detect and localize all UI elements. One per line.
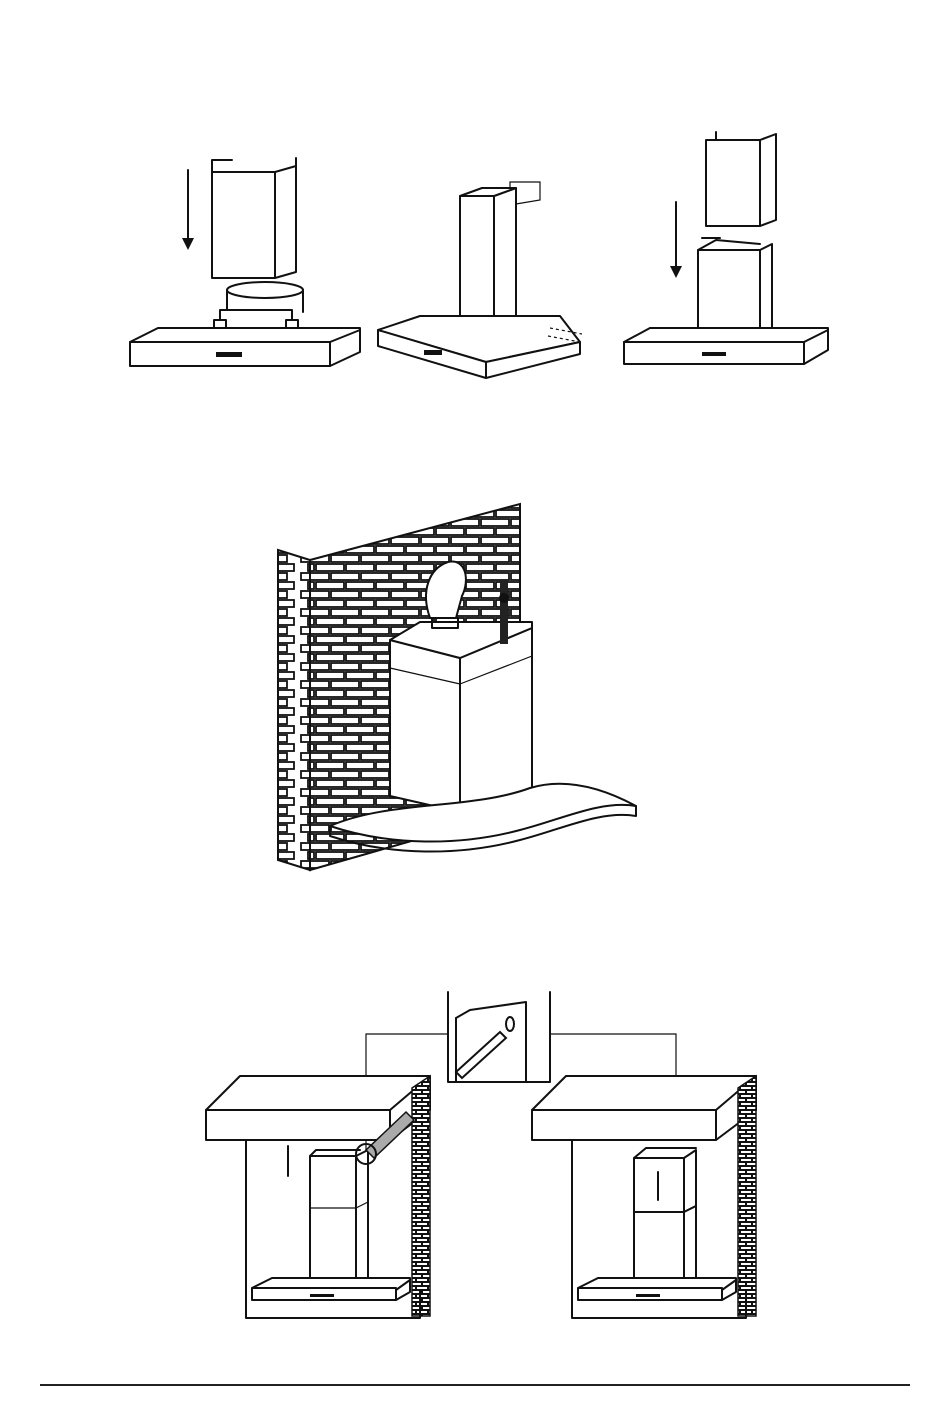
figure-brick-wall-installation: [270, 500, 650, 880]
right-installation-scene: [532, 1076, 756, 1318]
control-buttons: [636, 1294, 660, 1297]
brick-wall-section: [738, 1076, 756, 1316]
control-buttons: [424, 350, 442, 355]
figure-chimney-assembly-steps: [120, 130, 840, 390]
control-buttons: [216, 352, 242, 357]
chimney-fixing-drawing: [200, 990, 770, 1325]
step-c-upper-chimney-drop: [624, 132, 828, 364]
footer-rule: [40, 1384, 910, 1386]
step-b-chimney-seated: [378, 182, 582, 378]
brick-wall-section: [412, 1076, 430, 1316]
chimney-steps-drawing: [120, 130, 840, 390]
left-installation-scene: [206, 1076, 430, 1318]
screw-icon: [456, 1032, 506, 1078]
down-arrow-head: [182, 238, 194, 250]
control-buttons: [702, 352, 726, 356]
screw-icon: [499, 593, 509, 603]
figure-upper-chimney-fixing: [200, 990, 770, 1325]
step-a-lower-chimney-drop: [130, 158, 360, 366]
control-buttons: [310, 1294, 334, 1297]
mounting-bracket: [500, 580, 508, 644]
brick-wall-drawing: [270, 500, 650, 880]
side-brick-wall: [278, 550, 310, 870]
down-arrow-head: [670, 266, 682, 278]
